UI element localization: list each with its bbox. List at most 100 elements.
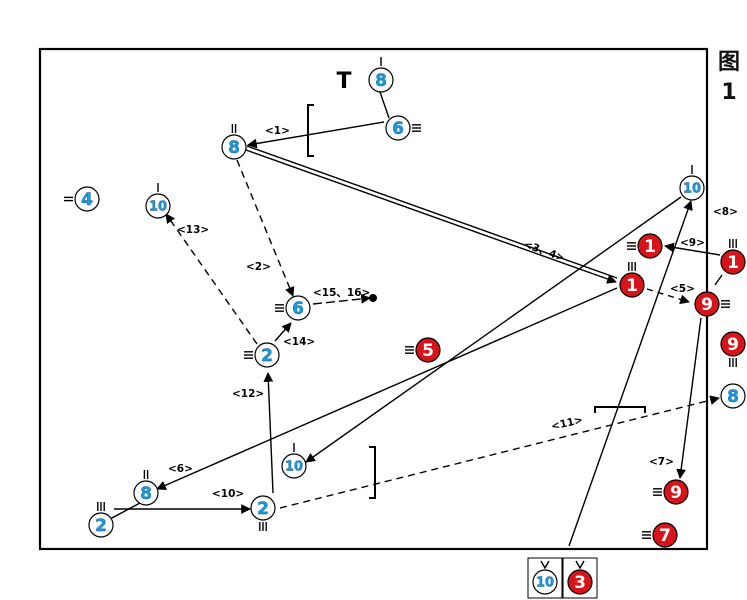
player-number: 6 bbox=[392, 119, 404, 139]
player-circle bbox=[415, 337, 441, 363]
pass-12 bbox=[263, 372, 274, 494]
step-label-2: <2> bbox=[246, 261, 271, 273]
player-token-red-5: 5 bbox=[405, 337, 441, 363]
player-token-blue-2: 2 bbox=[250, 495, 276, 531]
player-circle bbox=[133, 480, 159, 506]
player-number: 9 bbox=[727, 335, 739, 355]
player-number: 1 bbox=[644, 237, 656, 257]
screen-marks bbox=[307, 104, 646, 499]
player-token-blue-8: 8 bbox=[368, 57, 394, 93]
orientation-tick-r5 bbox=[405, 346, 414, 354]
player-token-blue-2: 2 bbox=[244, 342, 280, 368]
player-token-red-1: 1 bbox=[619, 262, 645, 298]
player-number: 2 bbox=[95, 516, 107, 536]
player-circle bbox=[720, 249, 746, 275]
screen-bracket-bottom bbox=[369, 446, 376, 499]
figure-caption-char: 图 bbox=[717, 50, 740, 75]
line-9-to-1 bbox=[714, 274, 723, 286]
step-label-7: <7> bbox=[649, 456, 674, 468]
player-number: 8 bbox=[375, 71, 387, 91]
run-8 bbox=[568, 200, 693, 547]
orientation-tick-r1_b bbox=[729, 239, 737, 248]
move-15-16 bbox=[312, 294, 371, 305]
orientation-tick-b2_left bbox=[97, 502, 105, 511]
player-token-blue-2: 2 bbox=[88, 502, 114, 538]
step-label-13: <13> bbox=[177, 224, 209, 236]
sub-box-out bbox=[562, 557, 598, 599]
player-number: 7 bbox=[659, 526, 671, 546]
player-circle bbox=[385, 115, 411, 141]
player-number: 1 bbox=[727, 253, 739, 273]
orientation-tick-b2_low bbox=[259, 522, 267, 531]
substitution-boxes bbox=[527, 557, 598, 599]
orientation-tick-r9_a bbox=[721, 300, 730, 308]
player-circle bbox=[720, 383, 746, 409]
orientation-tick-b6_center bbox=[275, 304, 284, 312]
player-circle bbox=[281, 453, 307, 479]
step-label-11: <11> bbox=[550, 414, 584, 433]
player-token-red-9: 9 bbox=[694, 291, 730, 317]
player-token-blue-4: 4 bbox=[64, 186, 100, 212]
sub-box-in bbox=[527, 557, 563, 599]
step-label-5: <5> bbox=[670, 283, 695, 295]
player-circle bbox=[285, 295, 311, 321]
player-circle bbox=[567, 569, 593, 595]
step-label-12: <12> bbox=[232, 388, 264, 400]
step-label-8: <8> bbox=[713, 206, 738, 218]
diag-10-right-to-10-low bbox=[305, 196, 682, 463]
step-label-9: <9> bbox=[680, 237, 705, 249]
player-number: 10 bbox=[683, 182, 701, 197]
orientation-tick-sub_b10 bbox=[540, 560, 550, 570]
figure-number: 1 bbox=[721, 79, 737, 105]
player-number: 9 bbox=[701, 295, 713, 315]
player-number: 8 bbox=[727, 387, 739, 407]
line-8-to-6-top bbox=[379, 91, 390, 119]
player-token-red-7: 7 bbox=[642, 522, 678, 548]
end-point bbox=[369, 294, 377, 302]
player-circle bbox=[720, 331, 746, 357]
player-token-blue-10: 10 bbox=[281, 443, 307, 479]
player-token-red-9: 9 bbox=[720, 331, 746, 367]
move-5 bbox=[646, 288, 690, 305]
player-circle bbox=[368, 67, 394, 93]
pass-11 bbox=[279, 395, 720, 509]
run-7 bbox=[676, 317, 702, 479]
movement-lines bbox=[109, 91, 723, 547]
player-circle bbox=[88, 512, 114, 538]
player-circle bbox=[637, 233, 663, 259]
player-circle bbox=[145, 193, 171, 219]
step-label-14: <14> bbox=[283, 336, 315, 348]
player-number: 2 bbox=[257, 499, 269, 519]
pass-14 bbox=[274, 322, 292, 342]
step-label-3-4: <3、4> bbox=[522, 239, 566, 265]
orientation-tick-r1_a bbox=[627, 242, 636, 250]
player-number: 8 bbox=[228, 138, 240, 158]
player-number: 5 bbox=[422, 341, 434, 361]
player-number: 1 bbox=[626, 276, 638, 296]
player-token-red-1: 1 bbox=[627, 233, 663, 259]
player-token-blue-6: 6 bbox=[385, 115, 421, 141]
step-label-15-16: <15、16> bbox=[313, 287, 370, 299]
orientation-tick-r7 bbox=[642, 531, 651, 539]
orientation-tick-b6_top bbox=[412, 124, 421, 132]
run-2 bbox=[236, 159, 295, 297]
orientation-tick-r9_b bbox=[729, 358, 737, 367]
screen-bar-right bbox=[594, 406, 646, 413]
player-token-blue-6: 6 bbox=[275, 295, 311, 321]
player-circle bbox=[663, 479, 689, 505]
line-8-to-2-left bbox=[109, 502, 141, 520]
player-number: 2 bbox=[261, 346, 273, 366]
player-token-blue-8: 8 bbox=[133, 470, 159, 506]
player-circle bbox=[694, 291, 720, 317]
player-number: 8 bbox=[140, 484, 152, 504]
player-token-blue-10: 10 bbox=[679, 165, 705, 201]
player-number: 4 bbox=[81, 190, 93, 210]
move-9 bbox=[664, 242, 721, 256]
player-token-blue-8: 8 bbox=[221, 124, 247, 160]
player-circle bbox=[532, 569, 558, 595]
orientation-tick-r9_c bbox=[653, 488, 662, 496]
player-number: 10 bbox=[285, 460, 303, 475]
run-3-4-b bbox=[246, 145, 618, 279]
